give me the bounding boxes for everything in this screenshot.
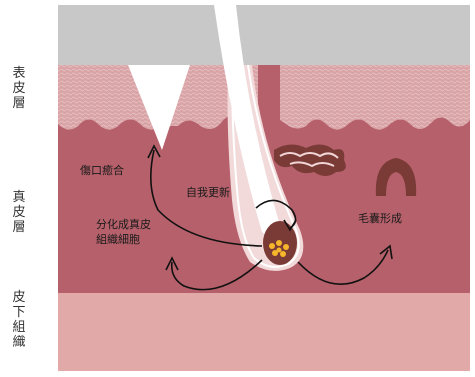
- label-differentiate-line2: 組織細胞: [96, 233, 140, 246]
- label-differentiate-line1: 分化成真皮: [96, 218, 151, 231]
- label-follicle-formation: 毛囊形成: [358, 212, 402, 225]
- arrow-self-renewal-head: [283, 219, 297, 232]
- arrow-wound-closure: [150, 149, 263, 247]
- layer-label-dermis: 真皮層: [12, 190, 26, 235]
- new-follicle: [375, 158, 417, 196]
- stem-cell-cluster: [269, 240, 289, 257]
- outside-region: [58, 5, 470, 65]
- arrow-wound-closure-head: [147, 144, 161, 159]
- arrow-follicle-formation: [297, 249, 389, 286]
- subcutaneous-layer: [58, 293, 470, 371]
- layer-label-epidermis: 表皮層: [12, 66, 26, 111]
- sebaceous-gland-texture: [279, 152, 339, 168]
- layer-label-subcutaneous: 皮下組織: [12, 290, 26, 350]
- label-wound-closure: 傷口癒合: [80, 164, 124, 177]
- label-self-renewal: 自我更新: [186, 186, 230, 199]
- arrows: [147, 144, 393, 291]
- wound-gap: [128, 65, 190, 150]
- arrow-differentiate: [170, 259, 263, 291]
- arrow-follicle-formation-head: [379, 244, 393, 260]
- follicle-sheath-line: [231, 64, 300, 268]
- hair-shaft: [214, 5, 282, 236]
- arrow-differentiate-head: [165, 256, 179, 271]
